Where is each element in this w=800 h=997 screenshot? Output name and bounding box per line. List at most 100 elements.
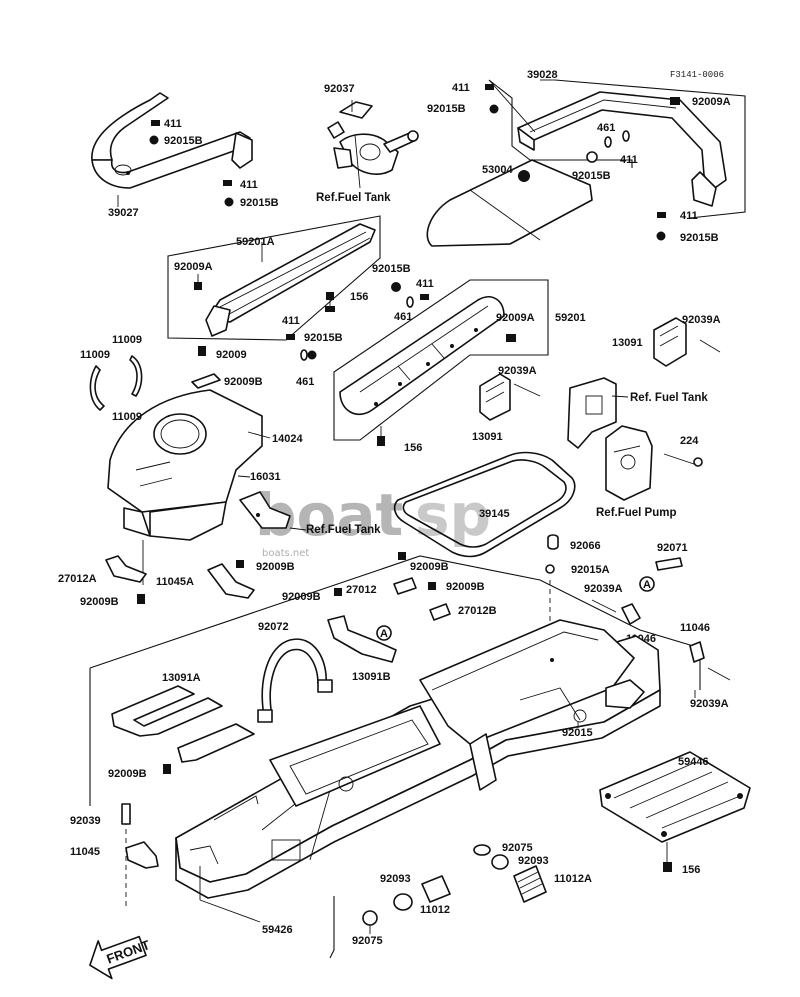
strap-92072: 92072 xyxy=(257,621,333,723)
cover-59201: 92009A 59201 156 xyxy=(333,279,586,454)
small-parts-tank: 92009 92009B 16031 xyxy=(191,346,281,483)
part-label: 11045 xyxy=(70,846,100,858)
part-label: 92009B xyxy=(80,596,119,608)
watermark-sub: boats.net xyxy=(262,548,309,559)
part-label: 13091 xyxy=(472,431,503,443)
part-label: 92009B xyxy=(446,581,485,593)
part-label: 13091B xyxy=(352,671,391,683)
ref-label: Ref.Fuel Tank xyxy=(306,524,381,536)
part-label: 11009 xyxy=(80,349,110,361)
part-label: 156 xyxy=(404,442,422,454)
brackets-left: 27012A 92009B 11045A 92009B xyxy=(58,555,295,608)
part-label: 92009A xyxy=(174,261,213,273)
part-label: 92015B xyxy=(164,135,203,147)
part-label: 11012A xyxy=(554,873,592,885)
ref-label: Ref.Fuel Pump xyxy=(596,507,677,519)
mat-53004: 53004 xyxy=(426,159,593,247)
fittings-bottom: 92075 92093 11012A 92093 11012 92075 xyxy=(352,842,592,947)
part-label: 411 xyxy=(282,315,300,327)
box-39028 xyxy=(488,79,746,219)
fuel-tank-14024: 14024 xyxy=(107,389,303,585)
plate-59446: 59446 156 xyxy=(599,751,751,876)
part-label: 92071 xyxy=(657,542,688,554)
part-label: 14024 xyxy=(272,433,303,445)
part-label: 92075 xyxy=(352,935,383,947)
bands-11009: 11009 11009 11009 xyxy=(80,334,143,423)
part-label: 59201A xyxy=(236,236,275,248)
part-label: 92009B xyxy=(256,561,295,573)
part-label: 461 xyxy=(597,122,615,134)
part-label: 16031 xyxy=(250,471,281,483)
small-parts-middle: 92015B 411 461 92015B 461 xyxy=(296,263,434,388)
handle-39028 xyxy=(517,91,727,207)
part-label: 39028 xyxy=(527,69,558,81)
watermark: boat sp boats.net xyxy=(255,481,491,559)
part-label: 461 xyxy=(296,376,314,388)
part-label: 11012 xyxy=(420,904,450,916)
ref-label: Ref. Fuel Tank xyxy=(630,392,708,404)
part-label: 92015B xyxy=(680,232,719,244)
part-label: 156 xyxy=(682,864,700,876)
handle-39027 xyxy=(91,92,253,189)
part-label: 92015B xyxy=(304,332,343,344)
fuel-tank-ref: Ref. Fuel Tank xyxy=(567,377,708,449)
ref-label: Ref.Fuel Tank xyxy=(316,192,391,204)
part-label: 92015B xyxy=(572,170,611,182)
part-label: 92039A xyxy=(690,698,729,710)
part-label: 92039A xyxy=(584,583,623,595)
circle-marker: A xyxy=(380,628,388,640)
part-label: 92039A xyxy=(682,314,721,326)
label-group-handle-right: 411 92015B 39028 92009A 461 411 92015B 4… xyxy=(427,69,731,244)
part-label: 39027 xyxy=(108,207,139,219)
part-label: 59201 xyxy=(555,312,586,324)
gasket-39145: 39145 xyxy=(393,451,576,558)
part-label: 11045A xyxy=(156,576,194,588)
part-label: 92037 xyxy=(324,83,355,95)
part-label: 92009B xyxy=(224,376,263,388)
bracket-13091B: A 13091B xyxy=(327,615,397,683)
part-label: 27012 xyxy=(346,584,377,596)
part-label: 92009A xyxy=(692,96,731,108)
part-label: 59426 xyxy=(262,924,293,936)
part-label: 411 xyxy=(452,82,470,94)
part-label: 411 xyxy=(240,179,258,191)
part-label: 92015A xyxy=(571,564,610,576)
front-arrow: FRONT xyxy=(89,935,152,980)
part-label: 92015B xyxy=(427,103,466,115)
rubber-block-13091-middle: 92039A 13091 xyxy=(472,365,541,443)
part-label: 13091A xyxy=(162,672,201,684)
part-label: 92015B xyxy=(372,263,411,275)
hardware-upper-middle: 92009B 27012 92009B 92009B 27012B xyxy=(282,552,497,621)
hull-59426: 59426 92015 xyxy=(175,619,661,936)
part-label: 224 xyxy=(680,435,699,447)
part-label: 156 xyxy=(350,291,368,303)
part-label: 39145 xyxy=(479,508,510,520)
part-label: 27012A xyxy=(58,573,97,585)
fuel-valve-92037: 92037 Ref.Fuel Tank xyxy=(316,83,419,204)
part-label: 11009 xyxy=(112,411,142,423)
part-label: 92015B xyxy=(240,197,279,209)
cover-59201A: 59201A 92009A 156 411 xyxy=(167,215,381,341)
part-label: 92075 xyxy=(502,842,533,854)
hardware-bottom-left: 92039 11045 xyxy=(70,803,159,869)
part-label: 92039 xyxy=(70,815,101,827)
diagram-code: F3141-0006 xyxy=(670,70,724,80)
hardware-middle: 92066 92071 92015A A 92039A 11046 xyxy=(545,534,688,660)
part-label: 92009B xyxy=(108,768,147,780)
part-label: 411 xyxy=(164,118,182,130)
part-label: 13091 xyxy=(612,337,643,349)
part-label: 92039A xyxy=(498,365,537,377)
part-label: 92072 xyxy=(258,621,289,633)
bracket-13091A: 13091A 92009B xyxy=(108,672,255,780)
bracket-fuel-tank: Ref.Fuel Tank xyxy=(239,491,381,536)
part-label: 461 xyxy=(394,311,412,323)
part-label: 27012B xyxy=(458,605,497,617)
part-label: 92009A xyxy=(496,312,535,324)
part-label: 411 xyxy=(620,154,638,166)
part-label: 59446 xyxy=(678,756,709,768)
part-label: 92009B xyxy=(410,561,449,573)
part-label: 92009 xyxy=(216,349,247,361)
circle-marker: A xyxy=(643,579,651,591)
part-label: 411 xyxy=(680,210,698,222)
